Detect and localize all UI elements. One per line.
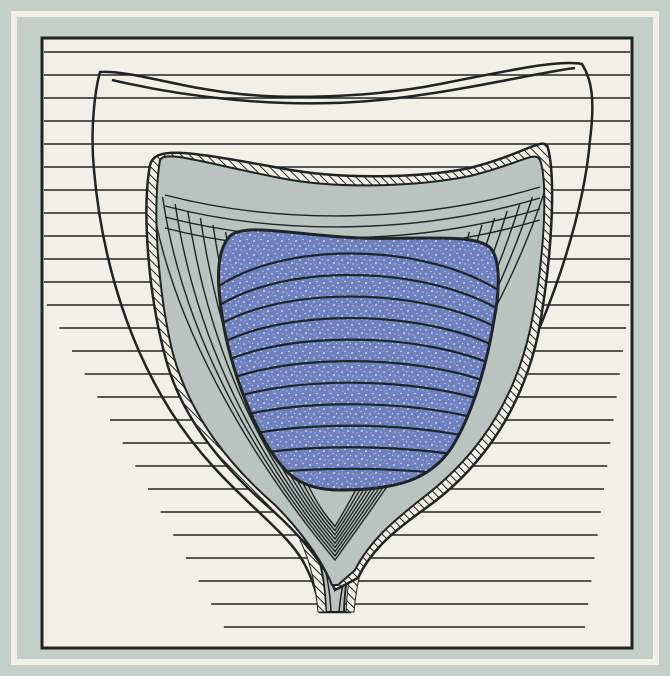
cross-section-diagram (0, 0, 670, 676)
figure-frame (0, 0, 670, 676)
